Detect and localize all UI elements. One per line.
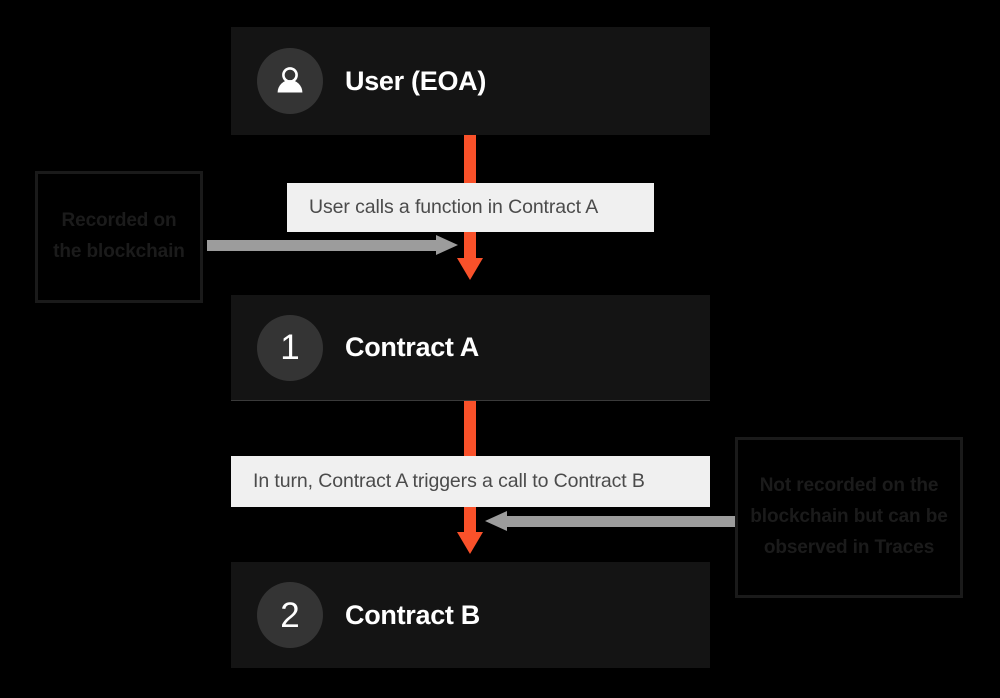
caption-text: In turn, Contract A triggers a call to C… (253, 470, 645, 492)
arrow-shaft (507, 516, 735, 527)
note-text: Not recorded on the blockchain but can b… (750, 475, 948, 558)
step-number-badge-1: 1 (257, 314, 323, 381)
caption-user-calls-function: User calls a function in Contract A (287, 183, 654, 232)
node-label-contract-a: Contract A (345, 332, 480, 362)
arrow-head-right-icon (436, 235, 458, 255)
note-recorded-on-blockchain: Recorded on the blockchain (35, 171, 203, 303)
caption-text: User calls a function in Contract A (309, 196, 599, 218)
person-icon (257, 48, 323, 114)
node-label-user: User (EOA) (345, 65, 487, 96)
arrow-head-left-icon (485, 511, 507, 531)
arrow-contract-a-to-b-head (457, 532, 483, 554)
arrow-note-recorded-pointer (207, 235, 458, 255)
note-not-recorded-on-blockchain: Not recorded on the blockchain but can b… (735, 437, 963, 598)
node-card-user[interactable]: User (EOA) (231, 27, 710, 135)
step-number-text: 2 (280, 595, 300, 635)
node-card-contract-a[interactable]: 1 Contract A (231, 295, 710, 401)
step-number-text: 1 (280, 328, 300, 367)
step-number-badge-2: 2 (257, 582, 323, 648)
node-label-contract-b: Contract B (345, 599, 481, 630)
node-card-contract-b[interactable]: 2 Contract B (231, 562, 710, 668)
arrow-note-not-recorded-pointer (485, 511, 735, 531)
note-text: Recorded on the blockchain (53, 210, 185, 262)
arrow-shaft (207, 240, 437, 251)
arrow-user-to-contract-a-head (457, 258, 483, 280)
caption-contract-a-triggers-b: In turn, Contract A triggers a call to C… (231, 456, 710, 507)
